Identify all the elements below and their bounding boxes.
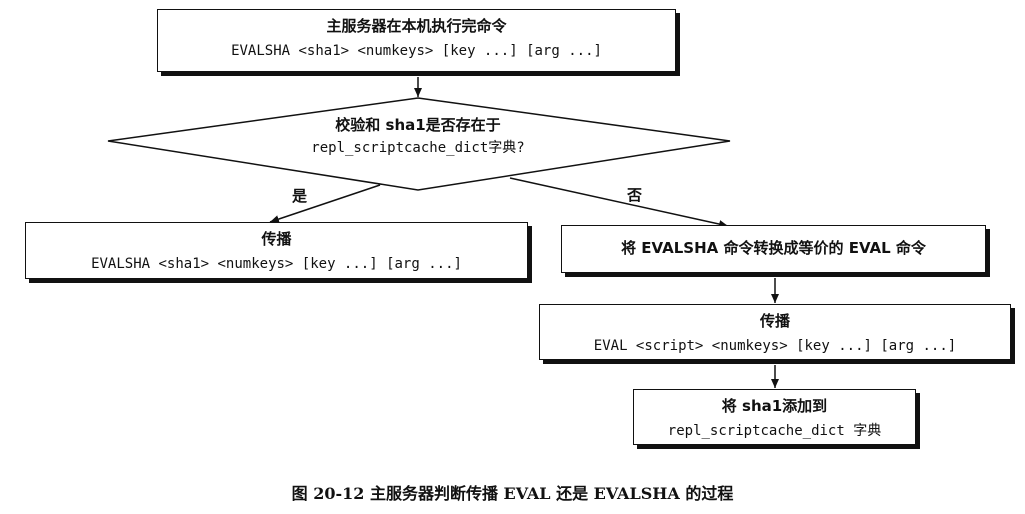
arrow-yes	[269, 184, 381, 223]
no-label: 否	[627, 186, 643, 204]
decision-line2: repl_scriptcache_dict字典?	[311, 140, 525, 156]
decision-diamond	[107, 97, 731, 191]
propagate-eval-command: EVAL <script> <numkeys> [key ...] [arg .…	[593, 338, 957, 354]
add-sha1-box: 将 sha1添加到 repl_scriptcache_dict 字典	[633, 389, 916, 445]
yes-label: 是	[292, 187, 308, 205]
add-box-line1: 将 sha1添加到	[721, 397, 828, 415]
yes-propagate-box: 传播 EVALSHA <sha1> <numkeys> [key ...] [a…	[25, 222, 528, 279]
decision-line1: 校验和 sha1是否存在于	[335, 116, 501, 134]
add-box-line2: repl_scriptcache_dict 字典	[667, 423, 882, 439]
top-box-title: 主服务器在本机执行完命令	[326, 17, 507, 35]
convert-box-text: 将 EVALSHA 命令转换成等价的 EVAL 命令	[621, 239, 926, 257]
propagate-eval-box: 传播 EVAL <script> <numkeys> [key ...] [ar…	[539, 304, 1011, 360]
yes-box-command: EVALSHA <sha1> <numkeys> [key ...] [arg …	[91, 256, 462, 272]
convert-box: 将 EVALSHA 命令转换成等价的 EVAL 命令	[561, 225, 986, 273]
top-box-command: EVALSHA <sha1> <numkeys> [key ...] [arg …	[231, 43, 602, 59]
arrow-no	[509, 177, 729, 228]
figure-caption: 图 20-12 主服务器判断传播 EVAL 还是 EVALSHA 的过程	[291, 484, 734, 503]
decision-text: 校验和 sha1是否存在于 repl_scriptcache_dict字典?	[218, 116, 618, 158]
propagate-eval-title: 传播	[759, 312, 790, 330]
top-box: 主服务器在本机执行完命令 EVALSHA <sha1> <numkeys> [k…	[157, 9, 676, 72]
yes-box-title: 传播	[261, 230, 292, 248]
